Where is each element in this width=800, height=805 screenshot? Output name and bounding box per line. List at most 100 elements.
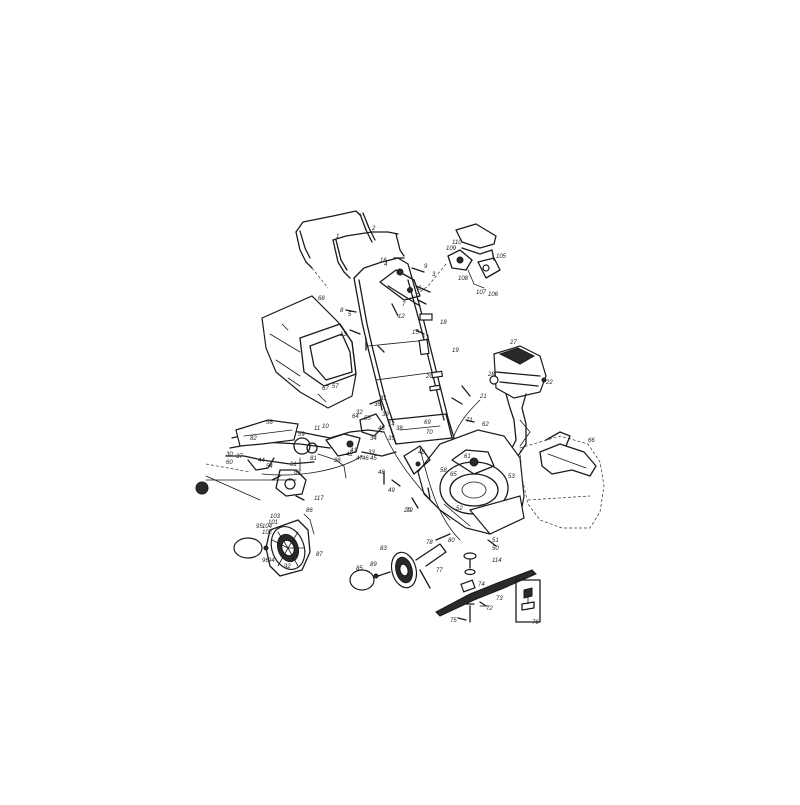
callout-79: 79 [406,508,413,514]
callout-80: 80 [448,538,455,544]
engine [489,345,547,461]
callout-114: 114 [492,558,502,564]
callout-55: 55 [364,416,371,422]
callout-60: 60 [226,460,233,466]
callout-58: 58 [440,468,447,474]
callout-63: 63 [294,470,301,476]
callout-33: 33 [368,450,375,456]
callout-10: 10 [322,424,329,430]
callout-8: 8 [340,308,344,314]
callout-53: 53 [508,474,515,480]
callout-29: 29 [403,508,411,514]
callout-54: 54 [266,464,273,470]
callout-83: 83 [380,546,387,552]
callout-82: 82 [250,436,257,442]
callout-81: 81 [310,456,317,462]
callout-72: 72 [486,606,493,612]
mower-blade [435,552,537,623]
callout-48: 48 [378,470,385,476]
callout-91: 91 [290,462,297,468]
callout-96: 96 [262,558,269,564]
callout-65: 65 [450,472,457,478]
callout-107: 107 [476,290,487,296]
callout-17: 17 [422,336,429,342]
callout-59: 59 [298,432,305,438]
callout-57: 57 [332,384,339,390]
callout-37: 37 [236,454,243,460]
upper-handle [295,210,405,289]
callout-30: 30 [226,452,233,458]
drive-assembly [195,399,397,501]
callout-49: 49 [388,488,395,494]
callout-74: 74 [478,582,485,588]
drive-control-housing [413,223,501,297]
callout-3: 3 [432,272,436,278]
callout-45: 45 [370,456,377,462]
callout-18: 18 [440,320,447,326]
grass-catcher-bag [261,295,357,409]
rear-wheel-left [233,513,315,577]
callout-4: 4 [384,262,388,268]
callout-14: 14 [388,422,395,428]
callout-70: 70 [426,430,433,436]
callout-35: 35 [388,436,395,442]
callout-36: 36 [374,402,381,408]
callout-106: 106 [488,292,499,298]
callout-94: 94 [268,558,275,564]
callout-32: 32 [356,410,363,416]
callout-16: 16 [380,258,387,264]
callout-38: 38 [396,426,403,432]
callout-71: 71 [466,418,473,424]
callout-56: 56 [266,420,273,426]
callout-64: 64 [352,414,359,420]
callout-102: 102 [262,530,273,536]
callout-117: 117 [314,496,324,502]
callout-77: 77 [436,568,443,574]
callout-51: 51 [492,538,499,544]
callout-47: 47 [356,456,363,462]
mower-deck [403,429,525,535]
control-cables [383,399,531,541]
callout-95: 95 [256,524,263,530]
front-wheel [349,533,451,591]
callout-73: 73 [496,596,503,602]
callout-85: 85 [356,566,363,572]
callout-105: 105 [496,254,507,260]
callout-69: 69 [424,420,431,426]
callout-46: 46 [362,456,369,462]
callout-92: 92 [284,564,291,570]
callout-19: 19 [452,348,459,354]
callout-27: 27 [509,340,517,346]
callout-76: 76 [532,620,539,626]
callout-9: 9 [424,264,428,270]
callout-44: 44 [258,458,265,464]
callout-40: 40 [418,450,425,456]
callout-15: 15 [412,330,419,336]
callout-101: 101 [268,520,278,526]
lower-handle-frame [353,257,455,445]
callout-61: 61 [464,454,471,460]
callout-43: 43 [378,426,385,432]
callout-26: 26 [333,458,341,464]
callout-2: 2 [371,226,376,232]
callout-87: 87 [316,552,323,558]
callout-67: 67 [322,386,329,392]
callout-108: 108 [458,276,469,282]
callout-22: 22 [545,380,553,386]
callout-89: 89 [370,562,377,568]
callout-68: 68 [318,296,325,302]
callout-110: 110 [452,240,462,246]
callout-6: 6 [418,286,422,292]
part-number-labels: 1 2 3 4 5 6 7 8 9 10 11 12 13 14 15 16 1… [226,226,595,626]
callout-34: 34 [370,436,377,442]
discharge-chute [519,431,605,529]
callout-42: 42 [346,452,353,458]
callout-104: 104 [262,524,273,530]
callout-13: 13 [340,332,347,338]
callout-5: 5 [348,312,352,318]
callout-11: 11 [314,426,320,432]
callout-39: 39 [382,412,389,418]
callout-20: 20 [425,374,433,380]
